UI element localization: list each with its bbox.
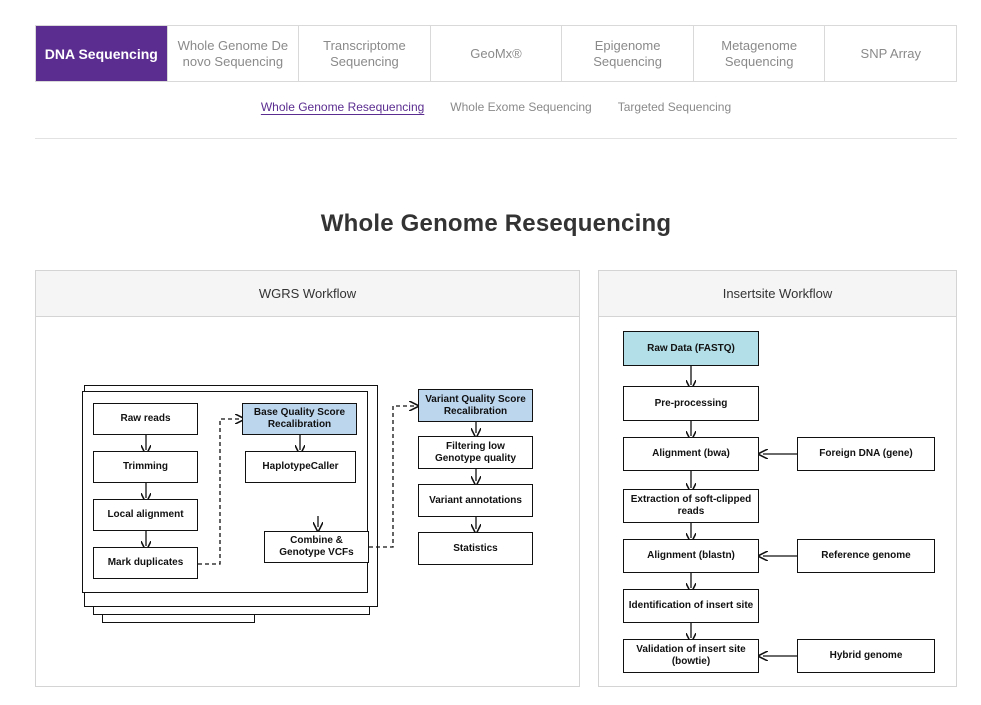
foreign-dna-box: Foreign DNA (gene) <box>797 437 935 471</box>
subtab-whole-exome[interactable]: Whole Exome Sequencing <box>450 100 592 114</box>
vqsr-box: Variant Quality Score Recalibration <box>418 389 533 422</box>
variant-annotations-box: Variant annotations <box>418 484 533 517</box>
tab-snp-array[interactable]: SNP Array <box>860 45 921 61</box>
divider <box>35 138 957 139</box>
wgrs-panel-title: WGRS Workflow <box>36 271 579 317</box>
tab-transcriptome[interactable]: Transcriptome Sequencing <box>299 26 431 81</box>
mark-duplicates-box: Mark duplicates <box>93 547 198 579</box>
wgrs-connectors <box>36 317 581 565</box>
haplotypecaller-box: HaplotypeCaller <box>245 451 356 483</box>
identification-box: Identification of insert site <box>623 589 759 623</box>
extraction-box: Extraction of soft-clipped reads <box>623 489 759 523</box>
filtering-box: Filtering low Genotype quality <box>418 436 533 469</box>
alignment-blastn-box: Alignment (blastn) <box>623 539 759 573</box>
wgrs-workflow-panel: WGRS Workflow <box>35 270 580 687</box>
local-alignment-box: Local alignment <box>93 499 198 531</box>
tab-dna-sequencing[interactable]: DNA Sequencing <box>36 26 168 81</box>
raw-reads-box: Raw reads <box>93 403 198 435</box>
main-tabs: DNA Sequencing Whole Genome De novo Sequ… <box>35 25 957 82</box>
tab-epigenome[interactable]: Epigenome Sequencing <box>562 26 694 81</box>
trimming-box: Trimming <box>93 451 198 483</box>
preprocessing-box: Pre-processing <box>623 386 759 421</box>
insertsite-panel-title: Insertsite Workflow <box>599 271 956 317</box>
raw-data-box: Raw Data (FASTQ) <box>623 331 759 366</box>
tab-metagenome[interactable]: Metagenome Sequencing <box>694 26 826 81</box>
statistics-box: Statistics <box>418 532 533 565</box>
validation-box: Validation of insert site (bowtie) <box>623 639 759 673</box>
combine-genotype-box: Combine & Genotype VCFs <box>264 531 369 563</box>
hybrid-genome-box: Hybrid genome <box>797 639 935 673</box>
sub-tabs: Whole Genome Resequencing Whole Exome Se… <box>35 100 957 122</box>
alignment-bwa-box: Alignment (bwa) <box>623 437 759 471</box>
subtab-whole-genome-resequencing[interactable]: Whole Genome Resequencing <box>260 100 425 114</box>
tab-whole-genome-de-novo[interactable]: Whole Genome De novo Sequencing <box>168 26 300 81</box>
insertsite-workflow-panel: Insertsite Workflow Raw Data (FASTQ) Pre… <box>598 270 957 687</box>
subtab-targeted[interactable]: Targeted Sequencing <box>617 100 732 114</box>
tab-geomx[interactable]: GeoMx® <box>431 26 563 81</box>
reference-genome-box: Reference genome <box>797 539 935 573</box>
insertsite-connectors <box>599 366 797 687</box>
bqsr-box: Base Quality Score Recalibration <box>242 403 357 435</box>
page-title: Whole Genome Resequencing <box>320 210 672 237</box>
